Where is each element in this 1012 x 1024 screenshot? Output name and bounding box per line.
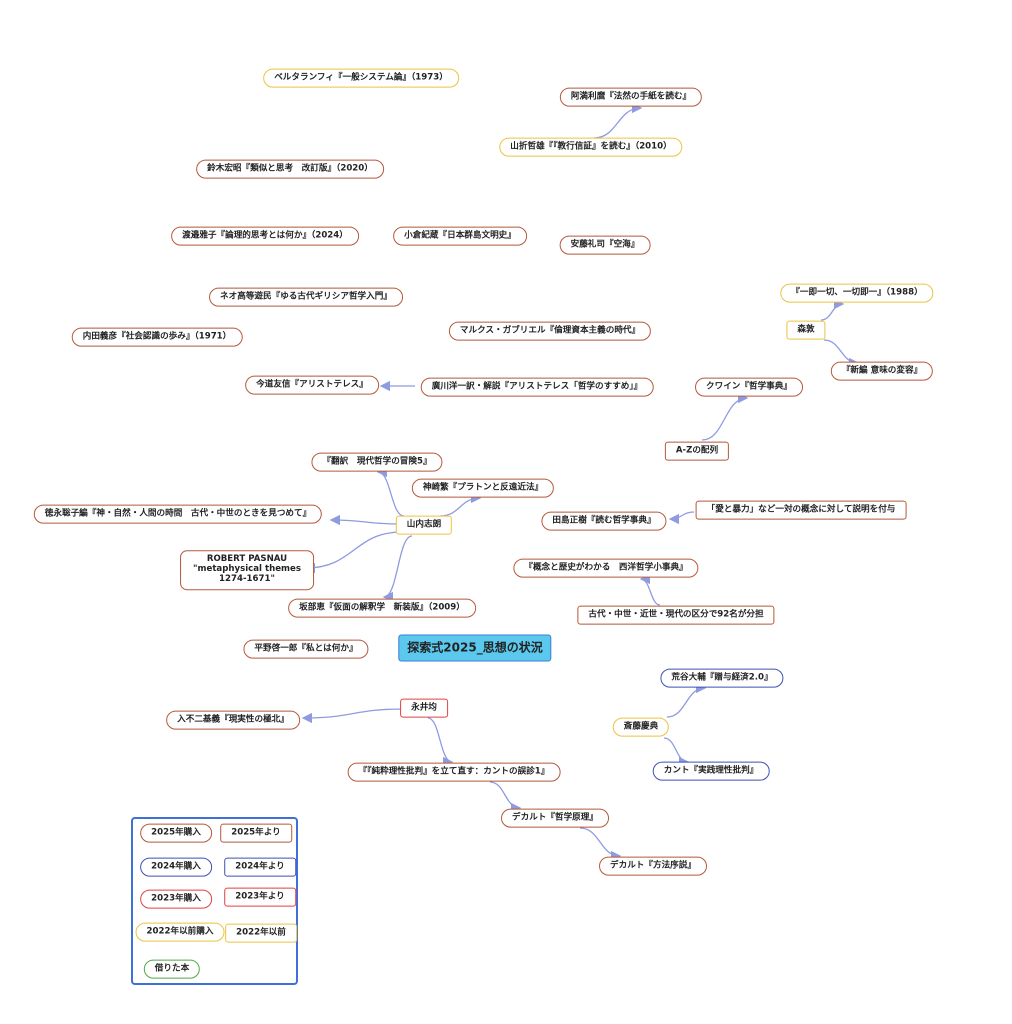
edge-aitobouryoku-to-tajima [668, 511, 695, 525]
node-gabriel[interactable]: マルクス・ガブリエル『倫理資本主義の時代』 [448, 321, 652, 341]
node-kodai[interactable]: 古代・中世・近世・現代の区分で92名が分担 [577, 605, 775, 625]
node-descartes2[interactable]: デカルト『方法序説』 [599, 856, 707, 876]
node-hirano[interactable]: 平野啓一郎『私とは何か』 [243, 639, 369, 659]
edge-yamauchi-to-tokunaga [329, 514, 401, 526]
node-neo[interactable]: ネオ高等遊民『ゆる古代ギリシア哲学入門』 [209, 287, 403, 307]
edge-saito-to-araya [666, 682, 707, 718]
node-kant[interactable]: カント『実践理性批判』 [652, 761, 770, 781]
edge-junsui-to-descartes1 [489, 781, 522, 814]
edge-yamaori-to-amaki [593, 102, 643, 139]
legend-panel [131, 817, 298, 985]
node-shinpen[interactable]: 『新編 意味の変容』 [830, 361, 934, 381]
node-junsui[interactable]: 『『純粋理性批判』を立て直す：カントの誤診1』 [347, 762, 561, 782]
node-araya[interactable]: 荒谷大輔『贈与経済2.0』 [660, 668, 784, 688]
edge-az-to-quine [701, 392, 749, 441]
edge-yamauchi-to-honyaku [376, 466, 405, 517]
legend-item-l2[interactable]: 2025年より [220, 823, 292, 843]
node-soichi[interactable]: 『一即一切、一切即一』（1988） [780, 283, 934, 303]
edge-kodai-to-gainen [639, 573, 661, 606]
node-amaki[interactable]: 阿満利麿『法然の手紙を読む』 [559, 87, 703, 107]
node-watanabe[interactable]: 渡邉雅子『論理的思考とは何か』（2024） [171, 226, 359, 246]
node-nagai[interactable]: 永井均 [400, 698, 448, 718]
node-bertalanffy[interactable]: ベルタランフィ『一般システム論』（1973） [263, 68, 459, 88]
edge-yamauchi-to-kanzaki [439, 492, 482, 517]
node-saito[interactable]: 斎藤慶典 [612, 717, 670, 737]
node-tajima[interactable]: 田島正樹『読む哲学事典』 [541, 511, 667, 531]
node-center[interactable]: 探索式2025_思想の状況 [398, 634, 552, 662]
node-sakabe[interactable]: 坂部恵『仮面の解釈学 新装版』（2009） [288, 598, 476, 618]
legend-item-l4[interactable]: 2024年より [224, 857, 296, 877]
legend-item-l3[interactable]: 2024年購入 [140, 857, 212, 877]
node-tokunaga[interactable]: 徳永聡子編『神・自然・人間の時間 古代・中世のときを見つめて』 [33, 504, 323, 524]
legend-item-l9[interactable]: 借りた本 [143, 959, 201, 979]
legend-item-l8[interactable]: 2022年以前 [225, 923, 297, 943]
node-gainen[interactable]: 『概念と歴史がわかる 西洋哲学小事典』 [513, 558, 699, 578]
edge-descartes1-to-descartes2 [579, 827, 622, 862]
legend-item-l5[interactable]: 2023年購入 [140, 889, 212, 909]
node-hirokawa[interactable]: 廣川洋一訳・解説『アリストテレス「哲学のすすめ」』 [420, 377, 654, 397]
node-aitobouryoku[interactable]: 「愛と暴力」など一対の概念に対して説明を付与 [695, 500, 907, 520]
edge-yamauchi-to-pasnau [304, 531, 403, 574]
node-irifuji[interactable]: 入不二基義『現実性の極北』 [166, 710, 300, 730]
node-ogura[interactable]: 小倉紀蔵『日本群島文明史』 [393, 226, 527, 246]
edge-saito-to-kant [663, 737, 690, 768]
node-uchida[interactable]: 内田義彦『社会認識の歩み』（1971） [71, 327, 243, 347]
node-pasnau[interactable]: ROBERT PASNAU "metaphysical themes 1274-… [180, 550, 314, 590]
legend-item-l7[interactable]: 2022年以前購入 [135, 922, 225, 942]
edge-mori-to-shinpen [823, 339, 860, 369]
legend-item-l1[interactable]: 2025年購入 [140, 823, 212, 843]
node-az[interactable]: A-Zの配列 [664, 441, 730, 461]
legend-item-l6[interactable]: 2023年より [224, 887, 296, 907]
node-ando[interactable]: 安藤礼司『空海』 [559, 235, 651, 255]
node-honyaku[interactable]: 『翻訳 現代哲学の冒険5』 [311, 452, 443, 472]
node-descartes1[interactable]: デカルト『哲学原理』 [501, 808, 609, 828]
node-quine[interactable]: クワイン『哲学事典』 [695, 377, 803, 397]
edge-nagai-to-irifuji [301, 708, 405, 724]
edge-nagai-to-junsui [427, 717, 454, 768]
node-yamauchi[interactable]: 山内志朗 [395, 515, 453, 535]
node-kanzaki[interactable]: 神崎繁『プラトンと反遠近法』 [411, 478, 555, 498]
node-mori[interactable]: 森敦 [786, 320, 826, 340]
edge-yamauchi-to-sakabe [382, 535, 413, 603]
node-suzuki[interactable]: 鈴木宏昭『類似と思考 改訂版』（2020） [196, 159, 384, 179]
node-yamaori[interactable]: 山折哲雄『『教行信証』を読む』（2010） [499, 137, 683, 157]
edge-mori-to-soichi [820, 298, 845, 321]
node-imamichi[interactable]: 今道友信『アリストテレス』 [245, 375, 379, 395]
